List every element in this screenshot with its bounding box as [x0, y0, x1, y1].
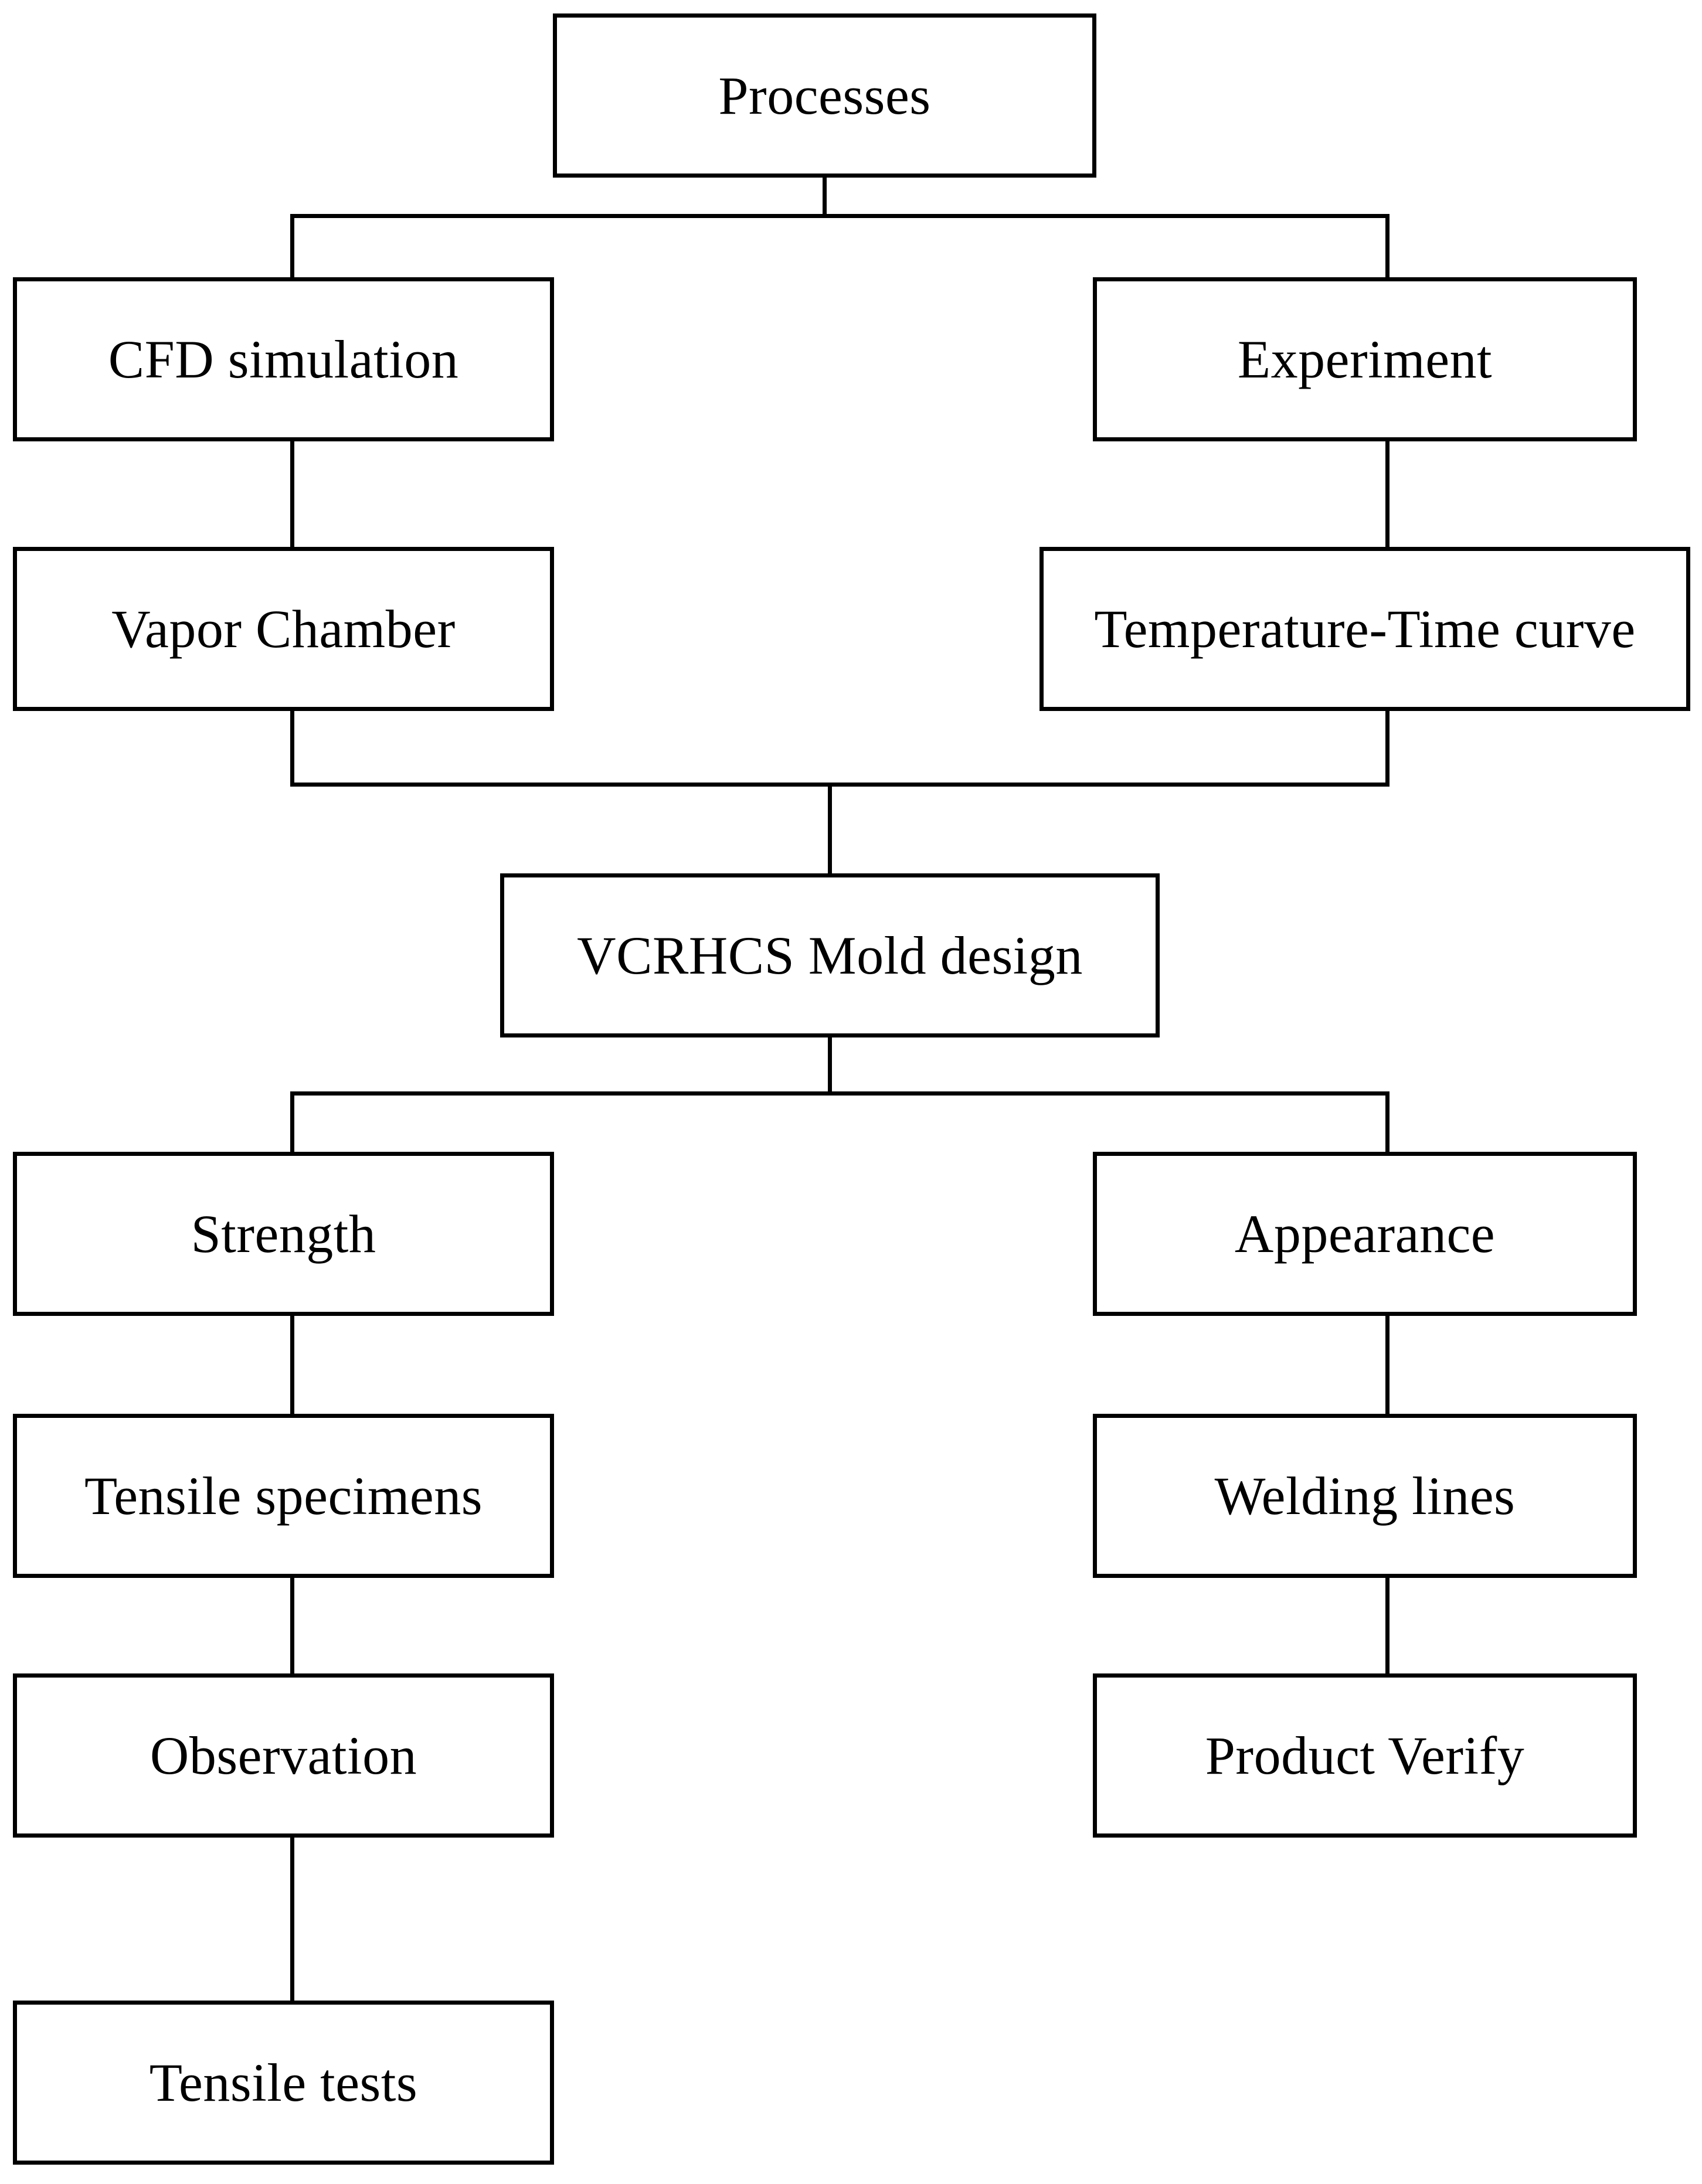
- node-label-cfd: CFD simulation: [108, 329, 459, 389]
- connector-vapor-down: [290, 711, 294, 786]
- connector-tensile-spec-to-observation: [290, 1578, 294, 1676]
- node-strength[interactable]: Strength: [13, 1152, 554, 1316]
- node-label-vapor: Vapor Chamber: [111, 599, 456, 659]
- node-cfd[interactable]: CFD simulation: [13, 277, 554, 441]
- node-welding_lines[interactable]: Welding lines: [1093, 1414, 1637, 1578]
- connector-observation-to-tensile-tests: [290, 1838, 294, 2003]
- connector-strength-to-tensile-spec: [290, 1316, 294, 1417]
- node-label-temp_time: Temperature-Time curve: [1094, 599, 1636, 659]
- connector-split2-to-strength: [290, 1091, 294, 1155]
- node-label-vcrhcs: VCRHCS Mold design: [577, 926, 1083, 985]
- connector-temptime-down: [1385, 711, 1390, 786]
- node-label-experiment: Experiment: [1237, 329, 1493, 389]
- node-experiment[interactable]: Experiment: [1093, 277, 1637, 441]
- connector-vcrhcs-to-split2: [828, 1037, 832, 1095]
- node-tensile_tests[interactable]: Tensile tests: [13, 2001, 554, 2165]
- node-tensile_specimens[interactable]: Tensile specimens: [13, 1414, 554, 1578]
- connector-split-to-experiment: [1385, 214, 1390, 278]
- connector-split-to-cfd: [290, 214, 294, 278]
- connector-split-bar-bottom: [290, 1091, 1390, 1096]
- node-label-observation: Observation: [150, 1726, 417, 1785]
- connector-merge-to-vcrhcs: [828, 783, 832, 876]
- node-vcrhcs[interactable]: VCRHCS Mold design: [500, 873, 1160, 1037]
- node-label-tensile_tests: Tensile tests: [149, 2053, 418, 2112]
- node-label-appearance: Appearance: [1234, 1204, 1496, 1264]
- node-label-welding_lines: Welding lines: [1214, 1466, 1516, 1526]
- connector-split-bar-top: [290, 214, 1390, 218]
- node-label-tensile_specimens: Tensile specimens: [84, 1466, 483, 1526]
- connector-split2-to-appearance: [1385, 1091, 1390, 1155]
- connector-processes-to-split: [823, 178, 827, 217]
- node-product_verify[interactable]: Product Verify: [1093, 1673, 1637, 1838]
- connector-welding-to-product-verify: [1385, 1578, 1390, 1676]
- node-label-product_verify: Product Verify: [1205, 1726, 1525, 1785]
- connector-appearance-to-welding: [1385, 1316, 1390, 1417]
- connector-cfd-to-vapor: [290, 441, 294, 548]
- connector-merge-bar: [290, 783, 1390, 787]
- node-appearance[interactable]: Appearance: [1093, 1152, 1637, 1316]
- node-observation[interactable]: Observation: [13, 1673, 554, 1838]
- node-temp_time[interactable]: Temperature-Time curve: [1039, 547, 1690, 711]
- node-label-processes: Processes: [718, 66, 931, 125]
- node-label-strength: Strength: [191, 1204, 376, 1264]
- node-vapor[interactable]: Vapor Chamber: [13, 547, 554, 711]
- node-processes[interactable]: Processes: [553, 13, 1096, 178]
- connector-experiment-to-temptime: [1385, 441, 1390, 548]
